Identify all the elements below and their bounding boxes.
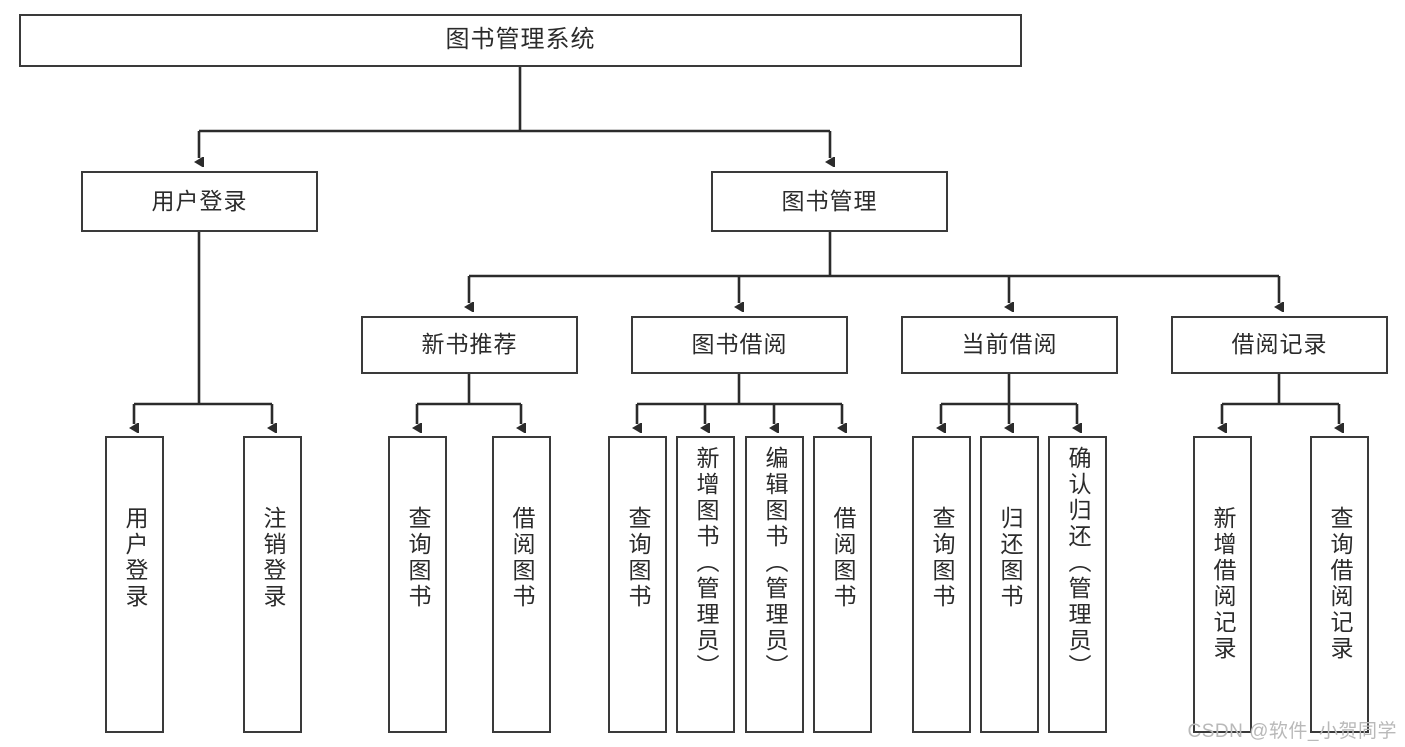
leaf-book-borrow-add[interactable]: 新增图书（管理员）: [676, 436, 735, 733]
node-book-management[interactable]: 图书管理: [711, 171, 948, 232]
node-current-borrow[interactable]: 当前借阅: [901, 316, 1118, 374]
node-label: 新书推荐: [421, 331, 518, 358]
leaf-user-login-logout[interactable]: 注销登录: [243, 436, 302, 733]
node-label: 查询图书: [405, 506, 431, 610]
node-root-system[interactable]: 图书管理系统: [19, 14, 1022, 67]
node-label: 用户登录: [122, 506, 148, 610]
node-label: 编辑图书（管理员）: [762, 446, 788, 680]
csdn-watermark: CSDN @软件_小贺同学: [1187, 721, 1397, 742]
leaf-current-borrow-return[interactable]: 归还图书: [980, 436, 1039, 733]
node-label: 图书管理: [781, 187, 878, 214]
node-book-borrow[interactable]: 图书借阅: [631, 316, 848, 374]
node-label: 注销登录: [260, 506, 286, 610]
node-label: 归还图书: [997, 506, 1023, 610]
leaf-user-login-login[interactable]: 用户登录: [105, 436, 164, 733]
node-label: 查询图书: [625, 506, 651, 610]
leaf-current-borrow-confirm-return[interactable]: 确认归还（管理员）: [1048, 436, 1107, 733]
node-label: 图书借阅: [691, 331, 788, 358]
node-label: 确认归还（管理员）: [1065, 446, 1091, 680]
node-user-login[interactable]: 用户登录: [81, 171, 318, 232]
node-label: 查询图书: [929, 506, 955, 610]
leaf-book-borrow-borrow[interactable]: 借阅图书: [813, 436, 872, 733]
leaf-new-book-query[interactable]: 查询图书: [388, 436, 447, 733]
leaf-book-borrow-query[interactable]: 查询图书: [608, 436, 667, 733]
node-label: 借阅图书: [509, 506, 535, 610]
node-label: 查询借阅记录: [1327, 506, 1353, 662]
node-label: 借阅图书: [830, 506, 856, 610]
node-new-book-recommend[interactable]: 新书推荐: [361, 316, 578, 374]
node-label: 新增图书（管理员）: [693, 446, 719, 680]
node-label: 图书管理系统: [445, 26, 596, 54]
leaf-new-book-borrow[interactable]: 借阅图书: [492, 436, 551, 733]
leaf-borrow-record-add[interactable]: 新增借阅记录: [1193, 436, 1252, 733]
node-label: 用户登录: [151, 187, 248, 214]
node-label: 新增借阅记录: [1210, 506, 1236, 662]
leaf-book-borrow-edit[interactable]: 编辑图书（管理员）: [745, 436, 804, 733]
node-label: 借阅记录: [1231, 331, 1328, 358]
leaf-borrow-record-query[interactable]: 查询借阅记录: [1310, 436, 1369, 733]
leaf-current-borrow-query[interactable]: 查询图书: [912, 436, 971, 733]
node-label: 当前借阅: [961, 331, 1058, 358]
node-borrow-record[interactable]: 借阅记录: [1171, 316, 1388, 374]
